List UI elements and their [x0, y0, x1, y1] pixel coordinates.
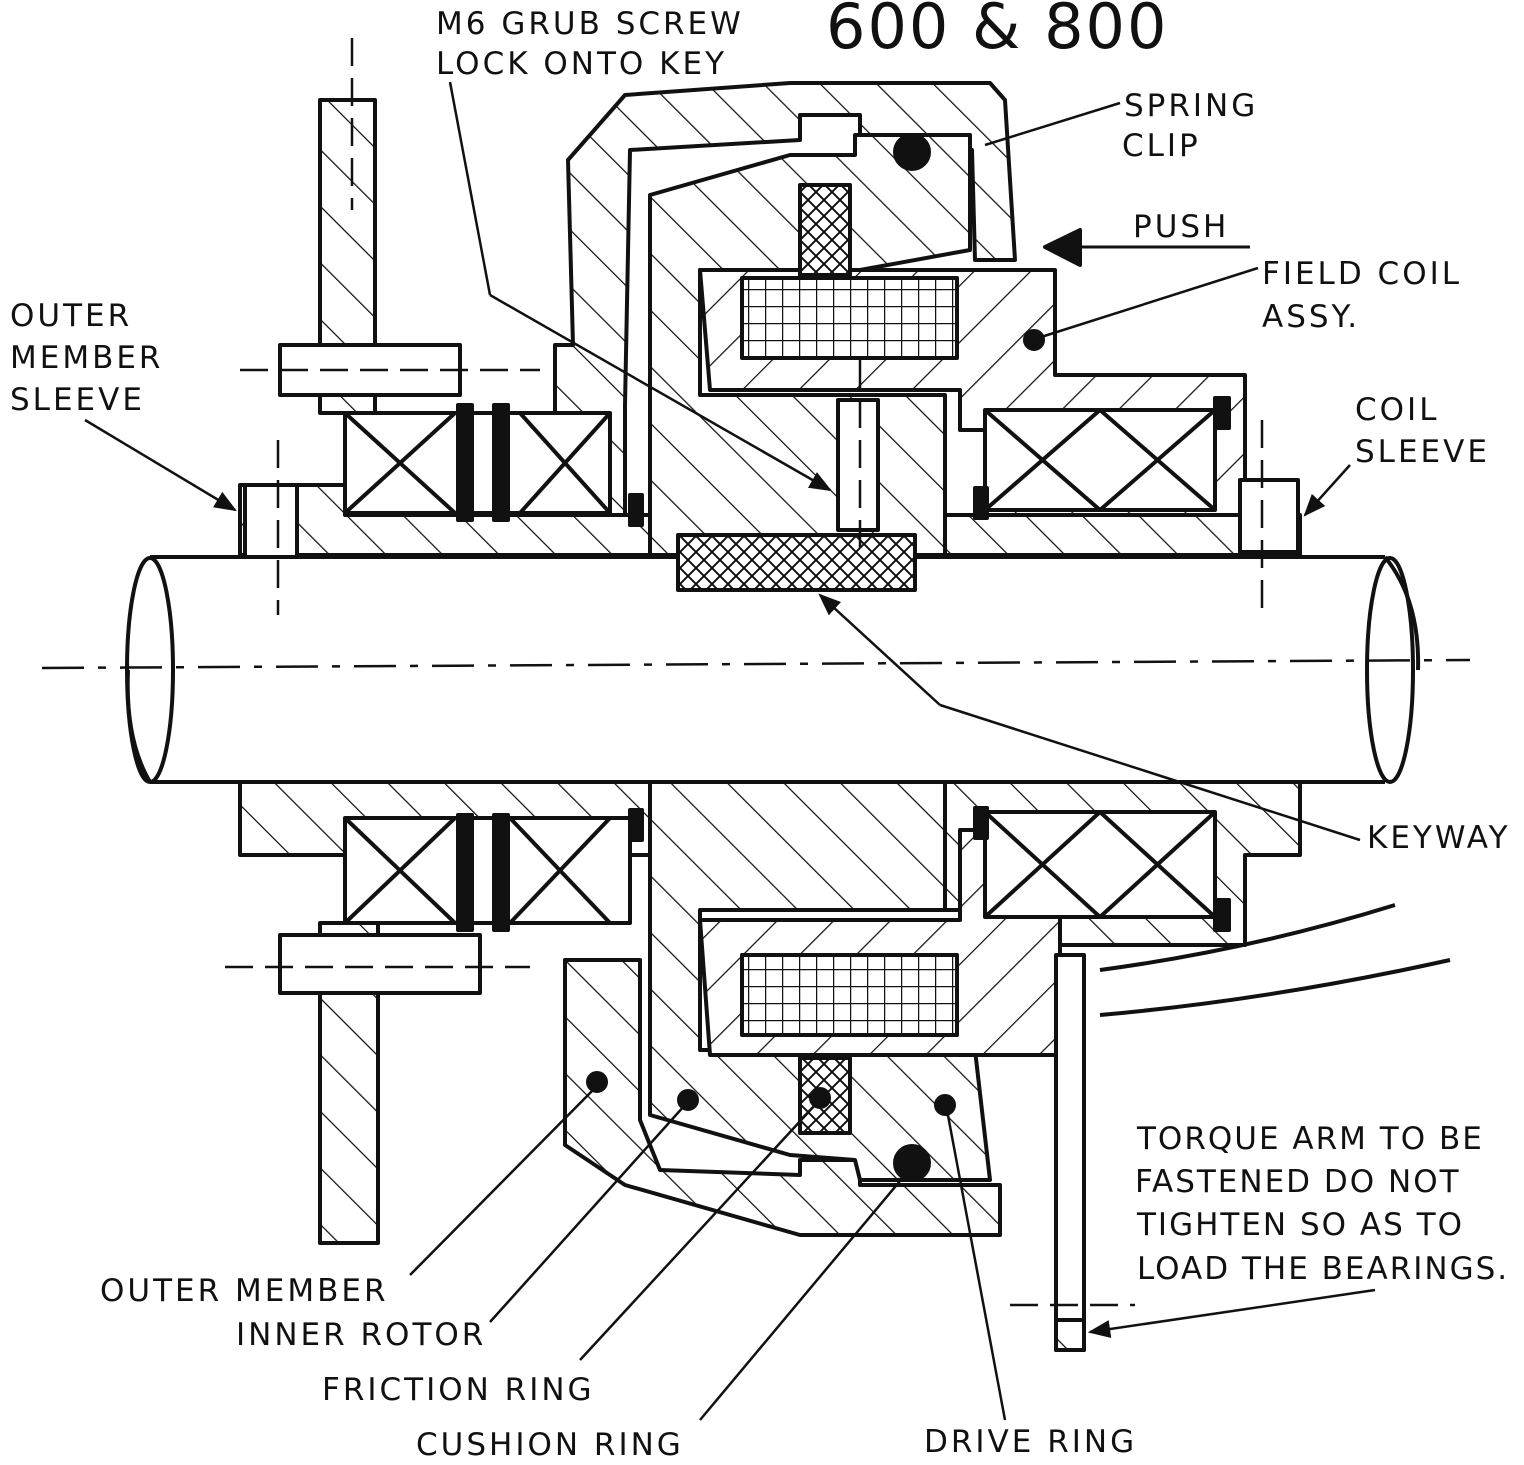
label-field-coil-line2: ASSY. [1262, 299, 1361, 335]
torque-arm [1054, 953, 1086, 1352]
label-torque-line4: LOAD THE BEARINGS. [1137, 1251, 1510, 1287]
set-screw [1238, 478, 1300, 554]
coil-winding-bottom [740, 953, 959, 1037]
seal [628, 808, 644, 842]
label-torque-line2: FASTENED DO NOT [1135, 1164, 1461, 1200]
label-friction-ring: FRICTION RING [322, 1372, 595, 1408]
label-coil-sleeve-line1: COIL [1355, 392, 1440, 428]
centre-line [41, 658, 1471, 670]
label-drive-ring: DRIVE RING [924, 1424, 1138, 1460]
cable [1099, 903, 1451, 1017]
seal [1213, 396, 1231, 430]
label-push: PUSH [1133, 209, 1230, 245]
ball [893, 1144, 931, 1182]
label-coil-sleeve-line2: SLEEVE [1355, 434, 1490, 470]
coil-winding-top [740, 276, 959, 360]
set-screw [243, 483, 299, 559]
seal [456, 813, 474, 932]
outer-member-sleeve-top [238, 98, 652, 557]
label-torque-line1: TORQUE ARM TO BE [1137, 1121, 1484, 1157]
bearing-right-bottom [983, 810, 1217, 919]
friction-ring-top [798, 183, 852, 277]
label-outer-sleeve-line2: MEMBER [10, 340, 164, 376]
grub-screw [836, 398, 880, 532]
label-grub-screw-line2: LOCK ONTO KEY [436, 46, 728, 82]
bearing-left-top [343, 411, 612, 515]
label-spring-clip-line2: CLIP [1122, 128, 1201, 164]
label-torque-line3: TIGHTEN SO AS TO [1137, 1207, 1464, 1243]
seal [456, 403, 474, 522]
label-cushion-ring: CUSHION RING [416, 1427, 684, 1463]
label-keyway: KEYWAY [1367, 820, 1511, 856]
inner-rotor-top [648, 133, 972, 557]
ball [893, 133, 931, 171]
bolt [278, 933, 482, 995]
seal [628, 493, 644, 527]
bearing-left-bottom [343, 816, 632, 925]
label-outer-sleeve-line1: OUTER [10, 298, 133, 334]
label-outer-member: OUTER MEMBER [100, 1273, 389, 1309]
label-grub-screw-line1: M6 GRUB SCREW [436, 6, 744, 42]
seal [492, 403, 510, 522]
seal [492, 813, 510, 932]
bearing-right-top [983, 408, 1217, 512]
label-outer-sleeve-line3: SLEEVE [10, 382, 145, 418]
diagram-title: 600 & 800 [826, 0, 1169, 63]
seal [1213, 898, 1231, 932]
label-spring-clip-line1: SPRING [1124, 88, 1259, 124]
label-inner-rotor: INNER ROTOR [236, 1317, 487, 1353]
seal [973, 486, 989, 520]
key [676, 533, 917, 592]
seal [973, 806, 989, 840]
label-field-coil-line1: FIELD COIL [1262, 256, 1463, 292]
